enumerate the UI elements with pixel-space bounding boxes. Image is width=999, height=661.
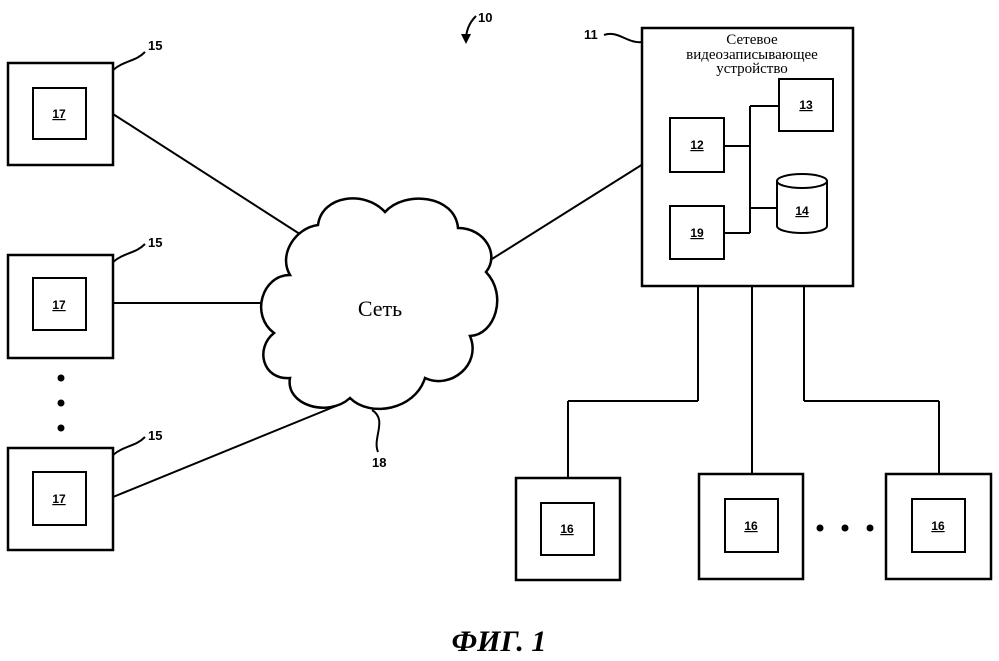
client-3-inner-ref: 17: [52, 492, 66, 506]
storage-cylinder-top: [777, 174, 827, 188]
storage-ref: 14: [795, 204, 809, 218]
camera-1: 16: [516, 478, 620, 580]
client-2-inner-ref: 17: [52, 298, 66, 312]
client-ellipsis-dot: [58, 425, 65, 432]
processor-ref: 12: [690, 138, 704, 152]
recorder-label-line-1: Сетевое: [726, 32, 778, 48]
camera-3-ref: 16: [931, 519, 945, 533]
camera-2-ref: 16: [744, 519, 758, 533]
client-device-1: 17 15: [8, 38, 162, 165]
client-device-2: 17 15: [8, 235, 162, 358]
camera-1-ref: 16: [560, 522, 574, 536]
camera-ellipsis-dot: [842, 525, 849, 532]
module-ref: 19: [690, 226, 704, 240]
client-3-ref-leader: [113, 437, 145, 455]
recorder-ref-leader: [604, 34, 642, 42]
network-ref-label: 18: [372, 455, 386, 470]
link-client-1: [113, 114, 306, 238]
recorder-ref-label: 11: [584, 27, 598, 42]
camera-2: 16: [699, 474, 803, 579]
client-3-outer-ref: 15: [148, 428, 162, 443]
client-1-ref-leader: [113, 52, 145, 70]
link-client-3: [113, 406, 336, 497]
figure-caption: ФИГ. 1: [452, 625, 547, 658]
client-device-3: 17 15: [8, 428, 162, 550]
client-ellipsis-dot: [58, 400, 65, 407]
client-1-outer-ref: 15: [148, 38, 162, 53]
client-1-inner-ref: 17: [52, 107, 66, 121]
system-ref-label: 10: [478, 10, 492, 25]
camera-ellipsis-dot: [817, 525, 824, 532]
client-ellipsis-dot: [58, 375, 65, 382]
network-video-recorder: Сетевое видеозаписывающее устройство 11 …: [584, 27, 853, 286]
camera-ellipsis-dot: [867, 525, 874, 532]
camera-3: 16: [886, 474, 991, 579]
system-ref-arrow: [461, 34, 471, 44]
client-2-ref-leader: [113, 244, 145, 262]
network-ref-leader: [372, 410, 379, 452]
network-label: Сеть: [358, 296, 402, 321]
client-2-outer-ref: 15: [148, 235, 162, 250]
display-ref: 13: [799, 98, 813, 112]
recorder-label-line-3: устройство: [716, 61, 788, 77]
